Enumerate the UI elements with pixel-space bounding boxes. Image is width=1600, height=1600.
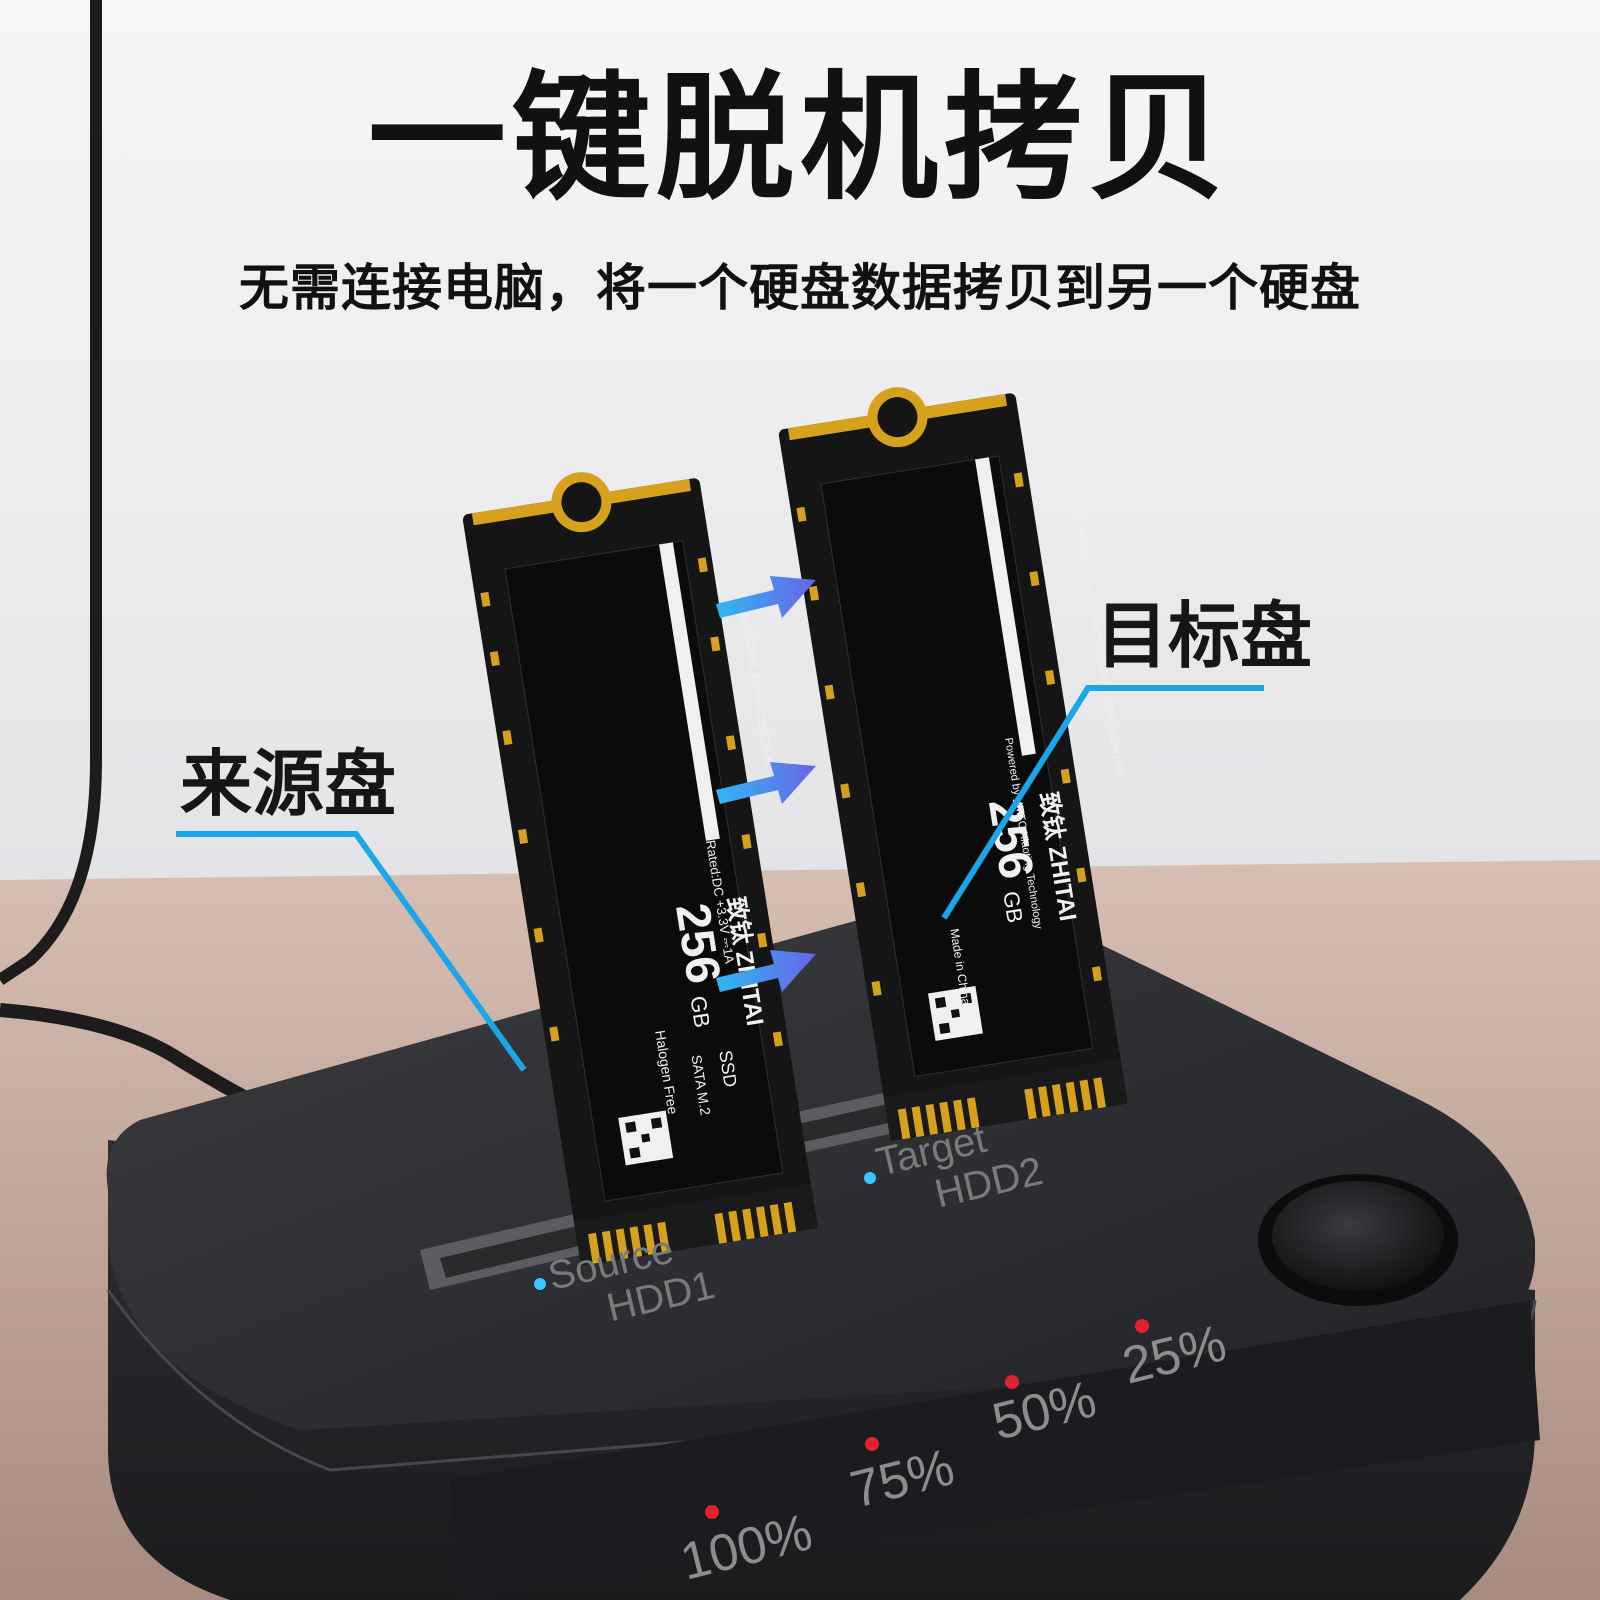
source-slot-led bbox=[534, 1278, 546, 1290]
led-25 bbox=[1135, 1319, 1149, 1333]
subheadline: 无需连接电脑，将一个硬盘数据拷贝到另一个硬盘 bbox=[239, 259, 1361, 317]
copy-arrow-3 bbox=[716, 950, 816, 992]
led-strip bbox=[450, 1300, 1540, 1600]
source-disk-label: 来源盘 bbox=[180, 742, 397, 826]
led-50 bbox=[1005, 1375, 1019, 1389]
source-callout-line bbox=[176, 831, 527, 1072]
target-slot-led bbox=[864, 1172, 876, 1184]
copy-arrow-1 bbox=[716, 576, 816, 618]
cable-lower bbox=[0, 1003, 254, 1107]
ssd-target-unit: GB bbox=[998, 889, 1028, 924]
led-75 bbox=[865, 1437, 879, 1451]
dock-top bbox=[106, 896, 1536, 1430]
target-disk-label: 目标盘 bbox=[1096, 594, 1313, 678]
target-callout-line bbox=[941, 685, 1264, 920]
copy-arrows bbox=[716, 576, 816, 992]
ssd-source-unit: GB bbox=[685, 994, 715, 1029]
copy-arrow-2 bbox=[716, 762, 816, 804]
ssd-target: 256 GB 致钛 ZHITAI SC001 Active WARRANTY V… bbox=[778, 387, 1128, 1142]
ssd-source: 256 GB 致钛 ZHITAI Model:SC001 Active-256G… bbox=[462, 472, 818, 1266]
cable bbox=[0, 0, 102, 985]
ssd-source-capacity: 256 bbox=[665, 900, 730, 987]
led-100 bbox=[705, 1505, 719, 1519]
headline: 一键脱机拷贝 bbox=[367, 58, 1232, 219]
